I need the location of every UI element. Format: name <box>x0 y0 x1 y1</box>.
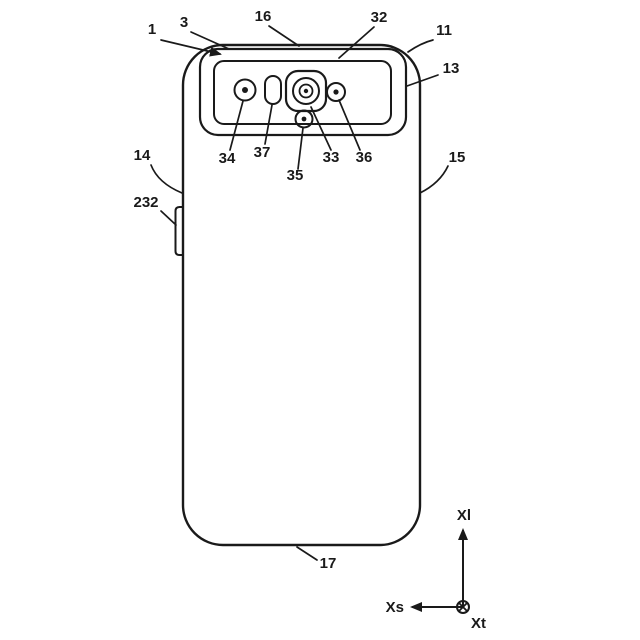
axis-label-xs: Xs <box>386 599 404 616</box>
ref-label-36: 36 <box>356 149 373 166</box>
axis-label-xl: Xl <box>457 507 471 524</box>
leader-line-34 <box>229 100 244 151</box>
ref-label-34: 34 <box>219 150 236 167</box>
leader-line-232 <box>160 210 177 226</box>
phone-body <box>174 43 422 547</box>
ref-label-15: 15 <box>449 149 466 166</box>
leader-line-16 <box>268 25 300 47</box>
lens-right <box>326 82 346 102</box>
ref-label-16: 16 <box>255 8 272 25</box>
lens-main-ring <box>292 77 320 105</box>
lens-left-dot <box>242 87 248 93</box>
lens-main-dot <box>303 88 309 94</box>
ref-label-17: 17 <box>320 555 337 572</box>
ref-label-3: 3 <box>180 14 188 31</box>
ref-label-14: 14 <box>134 147 151 164</box>
leader-line-37 <box>264 104 273 145</box>
lens-bottom-dot <box>301 116 307 122</box>
axis-origin-x2 <box>458 602 468 612</box>
ref-label-32: 32 <box>371 9 388 26</box>
leader-line-36 <box>338 99 361 151</box>
ref-label-33: 33 <box>323 149 340 166</box>
reference-labels: 1 3 16 32 11 13 14 232 15 34 37 35 33 36… <box>133 8 465 572</box>
lens-bottom <box>294 109 314 129</box>
phone-body-outline <box>181 43 422 547</box>
lens-left <box>233 78 257 102</box>
axis-label-xt: Xt <box>471 615 486 632</box>
axis-indicator: Xl Xs Xt <box>386 507 486 632</box>
axis-origin-icon <box>456 600 470 614</box>
side-button <box>174 206 183 256</box>
ref-label-13: 13 <box>443 60 460 77</box>
ref-label-11: 11 <box>436 22 452 39</box>
leader-line-11 <box>407 39 434 53</box>
camera-module-inner <box>213 60 392 125</box>
leader-line-33 <box>310 106 332 151</box>
ref-label-37: 37 <box>254 144 271 161</box>
leader-line-35 <box>297 127 304 170</box>
leader-line-3 <box>190 31 230 50</box>
leader-line-15 <box>419 165 449 194</box>
leader-line-1 <box>160 39 222 57</box>
leader-lines <box>150 25 449 561</box>
lens-main-inner <box>298 83 314 99</box>
axis-origin-circle <box>456 600 470 614</box>
ref-label-1: 1 <box>148 21 156 38</box>
ref-label-35: 35 <box>287 167 304 184</box>
lens-right-dot <box>333 89 339 95</box>
flash-pill <box>264 75 282 105</box>
leader-line-13 <box>406 74 439 87</box>
camera-module <box>198 47 408 137</box>
leader-line-14 <box>150 164 183 194</box>
leader-line-17 <box>296 546 318 561</box>
ref-label-232: 232 <box>133 194 158 211</box>
leader-line-32 <box>338 26 375 59</box>
